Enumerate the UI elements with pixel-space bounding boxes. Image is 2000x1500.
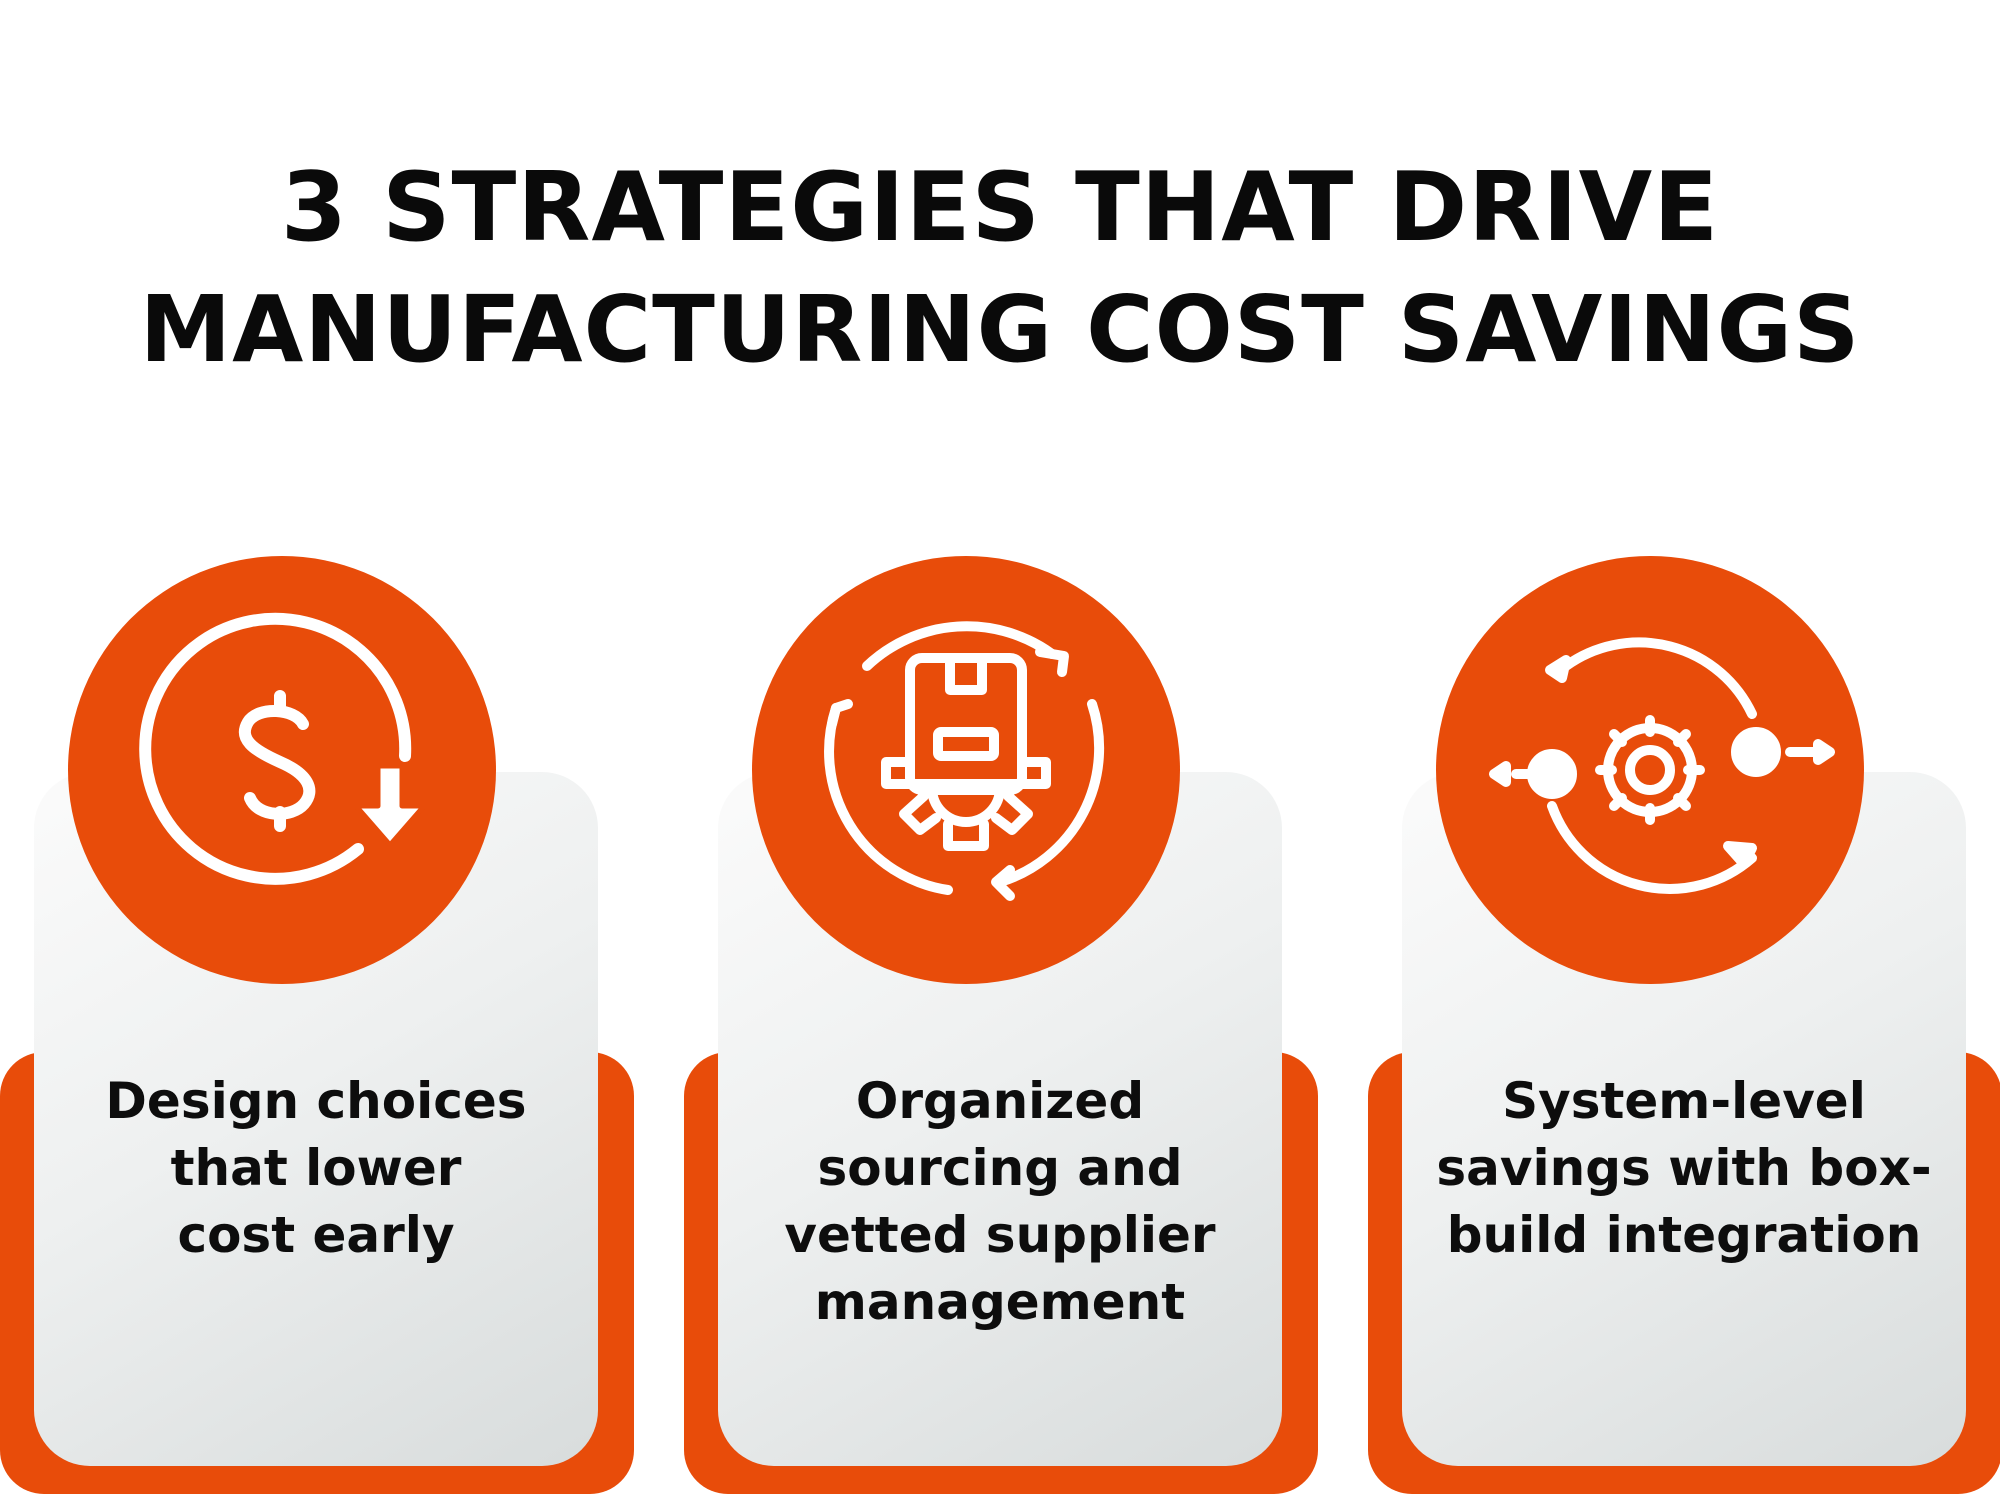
supplier-sourcing-icon — [824, 621, 1105, 901]
title-line-1: 3 STRATEGIES THAT DRIVE — [280, 153, 1720, 264]
dollar-cost-down-icon — [139, 612, 427, 885]
card-text: Organized sourcing and vetted supplier m… — [784, 1072, 1216, 1331]
page-title: 3 STRATEGIES THAT DRIVE MANUFACTURING CO… — [0, 147, 2000, 391]
system-integration-gear-icon — [1489, 637, 1835, 894]
strategy-card-integration: System-level savings with box- build int… — [1368, 556, 2000, 1500]
strategy-card-design: Design choices that lower cost early — [0, 556, 634, 1500]
card-text: System-level savings with box- build int… — [1436, 1072, 1932, 1264]
icon-circle — [752, 556, 1180, 984]
card-text: Design choices that lower cost early — [105, 1072, 527, 1264]
title-line-2: MANUFACTURING COST SAVINGS — [139, 276, 1861, 384]
strategy-card-sourcing: Organized sourcing and vetted supplier m… — [684, 556, 1318, 1500]
icon-circle — [68, 556, 496, 984]
icon-circle — [1436, 556, 1864, 984]
